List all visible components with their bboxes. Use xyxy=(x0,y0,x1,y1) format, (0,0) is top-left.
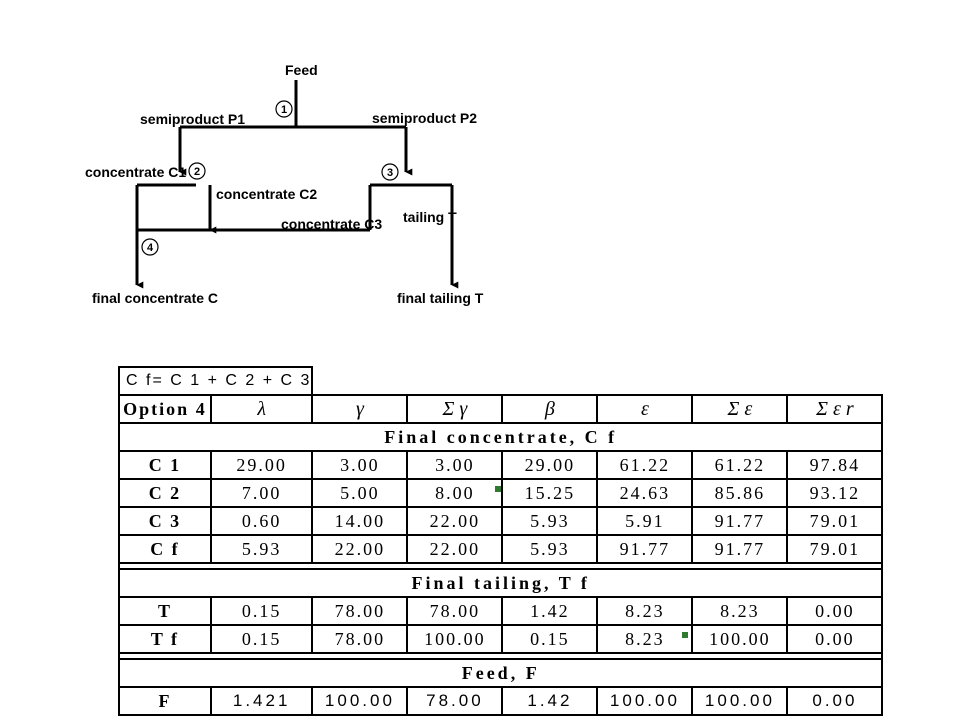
cell: 78.00 xyxy=(311,596,409,626)
cell: 8.23 xyxy=(596,596,694,626)
header-epsilon: ε xyxy=(596,394,694,424)
cell: 24.63 xyxy=(596,478,694,508)
cell: 5.91 xyxy=(596,506,694,536)
cell: 97.84 xyxy=(786,450,884,480)
cell: 78.00 xyxy=(311,624,409,654)
cell: 79.01 xyxy=(786,506,884,536)
spacer xyxy=(117,563,884,569)
concentrate-c2-label: concentrate C2 xyxy=(216,186,317,202)
section-final-concentrate: Final concentrate, C f xyxy=(117,422,884,452)
node-4-circle xyxy=(141,238,159,256)
cell: 1.42 xyxy=(501,686,599,716)
cell: 61.22 xyxy=(596,450,694,480)
cell: 0.60 xyxy=(209,506,314,536)
table-row: C 2 7.00 5.00 8.00 15.25 24.63 85.86 93.… xyxy=(118,478,884,508)
cell: 100.00 xyxy=(691,624,789,654)
cell: 5.93 xyxy=(209,534,314,564)
cell: 29.00 xyxy=(501,450,599,480)
table-row: C 1 29.00 3.00 3.00 29.00 61.22 61.22 97… xyxy=(118,450,884,480)
cell: 5.00 xyxy=(311,478,409,508)
cell: 22.00 xyxy=(406,506,504,536)
cell: 100.00 xyxy=(596,686,694,716)
row-label: C 2 xyxy=(118,478,212,508)
cell: 85.86 xyxy=(691,478,789,508)
table-row: C f 5.93 22.00 22.00 5.93 91.77 91.77 79… xyxy=(118,534,884,564)
cell: 14.00 xyxy=(311,506,409,536)
cell: 78.00 xyxy=(406,596,504,626)
header-sum-epsilon: Σ ε xyxy=(691,394,789,424)
cell: 7.00 xyxy=(209,478,314,508)
cell: 5.93 xyxy=(501,506,599,536)
row-label: F xyxy=(118,686,212,716)
cell: 91.77 xyxy=(691,506,789,536)
cell: 78.00 xyxy=(406,686,504,716)
cell: 1.42 xyxy=(501,596,599,626)
cell: 8.23 xyxy=(691,596,789,626)
header-beta: β xyxy=(501,394,599,424)
tailing-t-label: tailing T xyxy=(403,209,457,225)
table-row: T f 0.15 78.00 100.00 0.15 8.23 100.00 0… xyxy=(118,624,884,654)
formula-cell: C f= C 1 + C 2 + C 3 xyxy=(117,366,314,396)
header-gamma: γ xyxy=(311,394,409,424)
concentrate-c1-label: concentrate C1 xyxy=(85,164,186,180)
cell: 0.15 xyxy=(209,596,314,626)
header-sum-gamma: Σ γ xyxy=(406,394,504,424)
spacer xyxy=(117,653,884,659)
concentrate-c3-label: concentrate C3 xyxy=(281,216,382,232)
row-label: C f xyxy=(118,534,212,564)
cell: 93.12 xyxy=(786,478,884,508)
row-label: C 3 xyxy=(118,506,212,536)
cell: 8.23 xyxy=(596,624,694,654)
cell: 0.00 xyxy=(786,596,884,626)
final-tailing-label: final tailing T xyxy=(397,290,484,306)
cell: 15.25 xyxy=(501,478,599,508)
semiproduct-p2-label: semiproduct P2 xyxy=(372,110,477,126)
node-1-circle xyxy=(275,100,293,118)
cell-comment-marker xyxy=(495,486,501,492)
section-final-tailing: Final tailing, T f xyxy=(117,568,884,598)
cell: 100.00 xyxy=(311,686,409,716)
row-label: C 1 xyxy=(118,450,212,480)
option-header: Option 4 xyxy=(118,394,212,424)
table-row: C 3 0.60 14.00 22.00 5.93 5.91 91.77 79.… xyxy=(118,506,884,536)
node-2-circle xyxy=(188,162,206,180)
node-1-label: 1 xyxy=(281,104,287,116)
blank-cell xyxy=(312,367,883,396)
cell: 1.421 xyxy=(209,686,314,716)
cell: 91.77 xyxy=(596,534,694,564)
cell: 91.77 xyxy=(691,534,789,564)
table-row: T 0.15 78.00 78.00 1.42 8.23 8.23 0.00 xyxy=(118,596,884,626)
node-4-label: 4 xyxy=(147,242,154,254)
cell: 22.00 xyxy=(406,534,504,564)
node-2-label: 2 xyxy=(194,166,200,178)
cell: 8.00 xyxy=(406,478,504,508)
section-feed: Feed, F xyxy=(117,658,884,688)
cell: 3.00 xyxy=(406,450,504,480)
flowsheet-diagram: 1 2 3 4 Feed semiproduct P1 semiproduct … xyxy=(85,62,484,306)
cell: 61.22 xyxy=(691,450,789,480)
header-lambda: λ xyxy=(209,394,314,424)
node-3-circle xyxy=(381,163,399,181)
cell-comment-marker xyxy=(682,632,688,638)
cell: 0.00 xyxy=(786,686,884,716)
cell: 22.00 xyxy=(311,534,409,564)
final-concentrate-label: final concentrate C xyxy=(92,290,218,306)
cell: 79.01 xyxy=(786,534,884,564)
cell: 0.15 xyxy=(209,624,314,654)
cell: 0.00 xyxy=(786,624,884,654)
row-label: T f xyxy=(118,624,212,654)
semiproduct-p1-label: semiproduct P1 xyxy=(140,111,245,127)
cell: 3.00 xyxy=(311,450,409,480)
row-label: T xyxy=(118,596,212,626)
cell: 0.15 xyxy=(501,624,599,654)
cell: 5.93 xyxy=(501,534,599,564)
feed-label: Feed xyxy=(285,62,318,78)
table-row: F 1.421 100.00 78.00 1.42 100.00 100.00 … xyxy=(118,686,884,716)
results-table: C f= C 1 + C 2 + C 3 Option 4 λ γ Σ γ β … xyxy=(117,366,884,716)
cell: 29.00 xyxy=(209,450,314,480)
node-3-label: 3 xyxy=(387,167,393,179)
header-sum-epsilon-r: Σ ε r xyxy=(786,394,884,424)
cell: 100.00 xyxy=(406,624,504,654)
cell: 100.00 xyxy=(691,686,789,716)
